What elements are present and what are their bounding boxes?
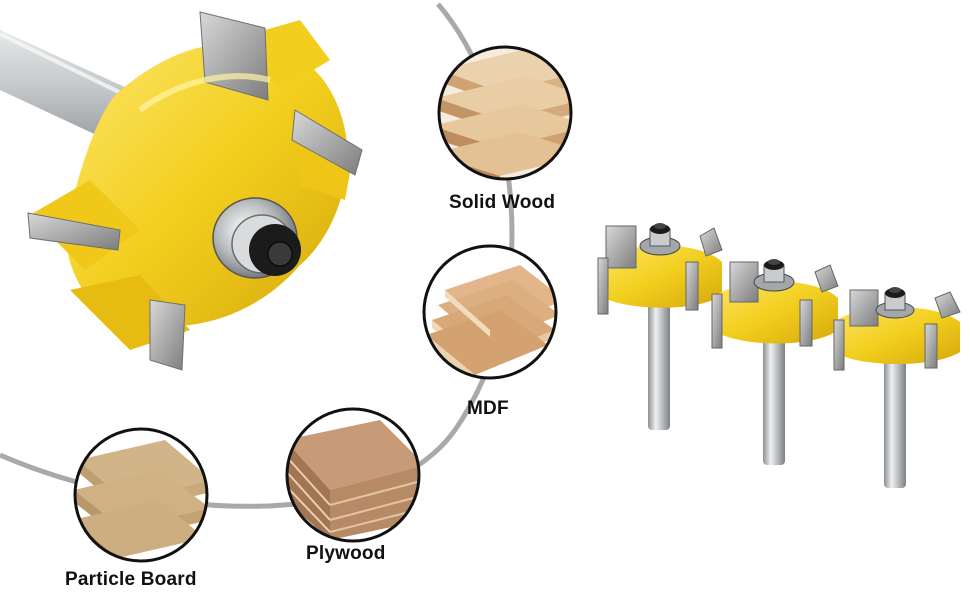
solid-wood-swatch bbox=[437, 45, 573, 181]
mdf-label: MDF bbox=[467, 398, 509, 419]
solid-wood-label: Solid Wood bbox=[449, 192, 556, 213]
plywood-swatch bbox=[285, 407, 421, 543]
particle-board-swatch bbox=[73, 427, 209, 563]
particle-board-label: Particle Board bbox=[65, 569, 197, 590]
router-bit-1 bbox=[597, 223, 723, 430]
plywood-label: Plywood bbox=[306, 543, 386, 564]
closeup-router-bit bbox=[0, 11, 363, 371]
mdf-swatch bbox=[422, 244, 558, 380]
router-bit-3 bbox=[833, 287, 961, 488]
router-bit-2 bbox=[711, 259, 839, 465]
